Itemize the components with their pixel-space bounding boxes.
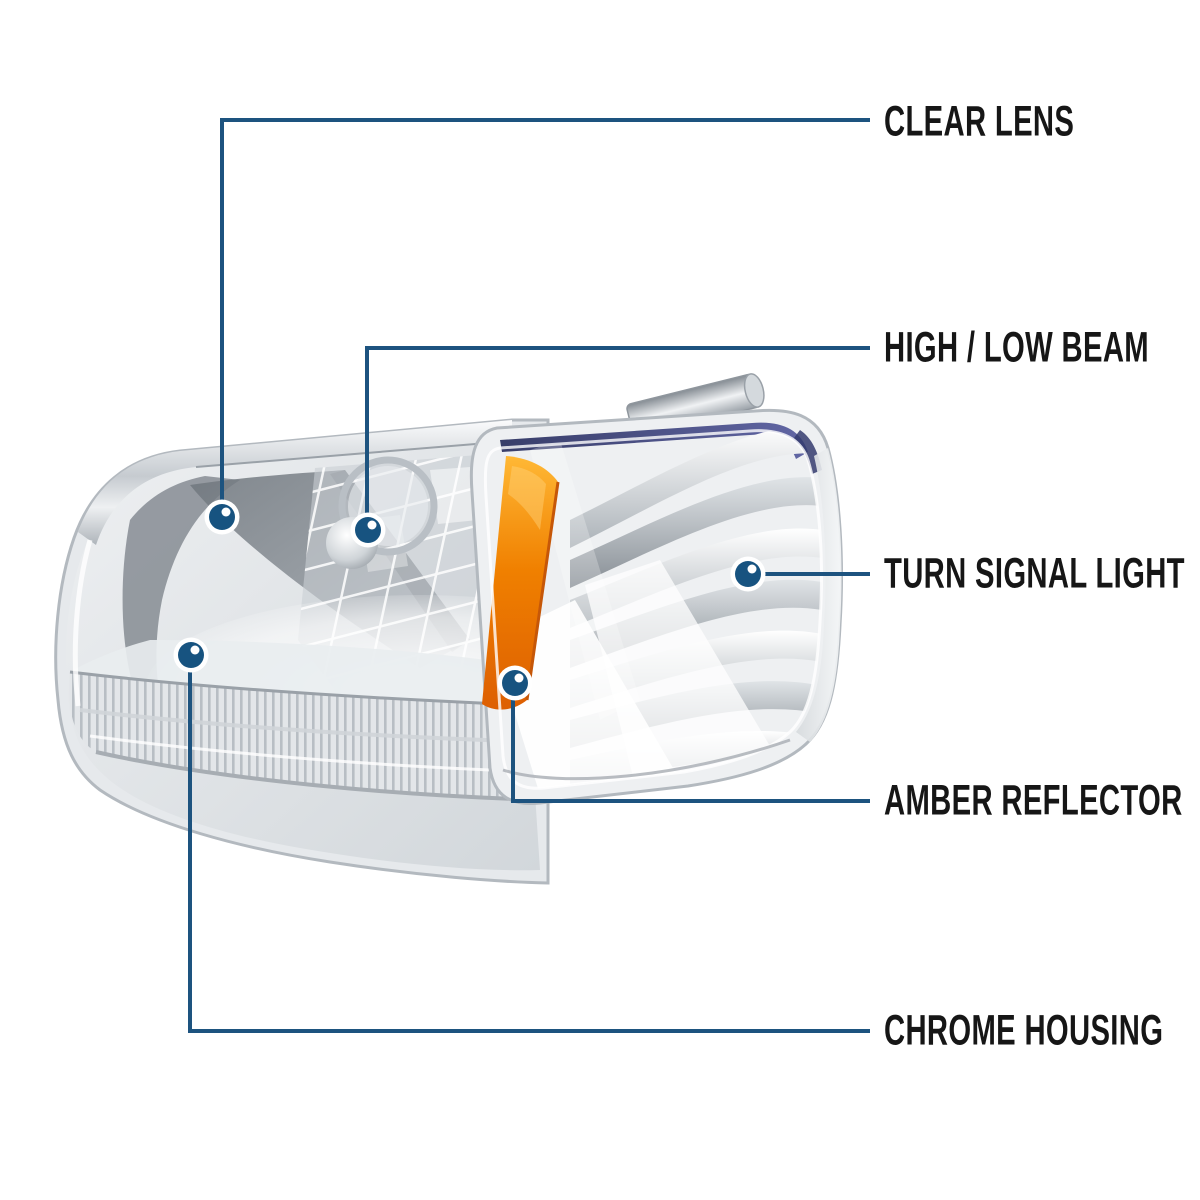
callout-dot-high-low-beam [350, 512, 386, 548]
leader-line-amber-reflector [511, 683, 870, 803]
callout-dot-clear-lens [204, 499, 240, 535]
callout-label-amber-reflector: AMBER REFLECTOR [884, 776, 1183, 825]
callout-dot-amber-reflector [497, 665, 533, 701]
turn-signal-reflector [492, 430, 822, 789]
leader-line-chrome-housing [188, 655, 870, 1033]
callout-label-clear-lens: CLEAR LENS [884, 97, 1075, 146]
leader-lines [188, 118, 870, 1033]
leader-line-high-low-beam [365, 346, 870, 530]
callout-label-turn-signal-light: TURN SIGNAL LIGHT [884, 549, 1185, 598]
callout-label-chrome-housing: CHROME HOUSING [884, 1006, 1164, 1055]
callout-dots [173, 499, 766, 701]
corner-lamp [469, 373, 843, 806]
callout-label-high-low-beam: HIGH / LOW BEAM [884, 323, 1149, 372]
amber-reflector [482, 456, 560, 710]
callout-dot-chrome-housing [173, 637, 209, 673]
callout-dot-turn-signal-light [730, 556, 766, 592]
leader-line-clear-lens [220, 118, 870, 517]
